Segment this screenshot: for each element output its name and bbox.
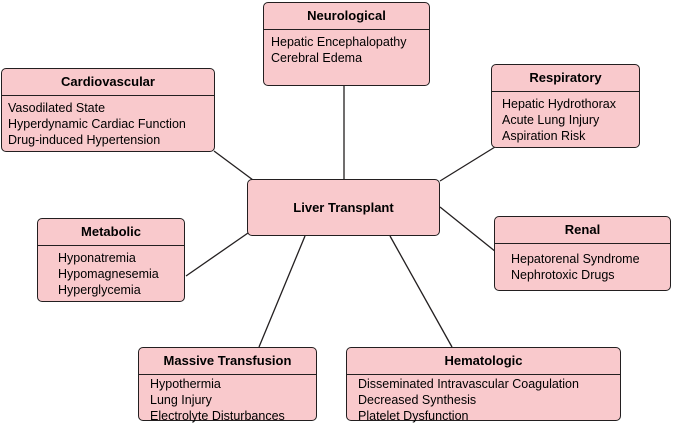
massive-transfusion-box: Massive Transfusion Hypothermia Lung Inj… <box>138 347 317 423</box>
cardiovascular-box: Cardiovascular Vasodilated State Hyperdy… <box>1 68 215 152</box>
respiratory-item: Acute Lung Injury <box>502 113 600 127</box>
metabolic-item: Hyperglycemia <box>58 283 141 297</box>
neurological-title: Neurological <box>264 3 429 30</box>
hematologic-box: Hematologic Disseminated Intravascular C… <box>346 347 621 423</box>
connector-cardiovascular <box>213 150 254 181</box>
cardiovascular-title: Cardiovascular <box>2 69 214 96</box>
neurological-item: Cerebral Edema <box>271 51 363 65</box>
massive-transfusion-item: Hypothermia <box>150 377 221 391</box>
metabolic-title: Metabolic <box>38 219 184 246</box>
hematologic-title: Hematologic <box>347 348 620 375</box>
connector-respiratory <box>439 146 496 182</box>
renal-item: Hepatorenal Syndrome <box>511 252 640 266</box>
respiratory-title: Respiratory <box>492 65 639 92</box>
renal-item: Nephrotoxic Drugs <box>511 268 615 282</box>
cardiovascular-item: Vasodilated State <box>8 101 106 115</box>
hematologic-item: Disseminated Intravascular Coagulation <box>358 377 579 391</box>
massive-transfusion-item: Electrolyte Disturbances <box>150 409 285 423</box>
respiratory-item: Hepatic Hydrothorax <box>502 97 616 111</box>
connector-massive-transfusion <box>258 235 306 348</box>
hematologic-item: Platelet Dysfunction <box>358 409 469 423</box>
cardiovascular-item: Hyperdynamic Cardiac Function <box>8 117 186 131</box>
connector-hematologic <box>389 235 453 348</box>
metabolic-box: Metabolic Hyponatremia Hypomagnesemia Hy… <box>37 218 185 302</box>
cardiovascular-item: Drug-induced Hypertension <box>8 133 161 147</box>
center-label: Liver Transplant <box>293 200 394 215</box>
connector-renal <box>439 206 497 253</box>
neurological-item: Hepatic Encephalopathy <box>271 35 407 49</box>
metabolic-item: Hypomagnesemia <box>58 267 159 281</box>
renal-box: Renal Hepatorenal Syndrome Nephrotoxic D… <box>494 216 671 291</box>
respiratory-box: Respiratory Hepatic Hydrothorax Acute Lu… <box>491 64 640 148</box>
hematologic-item: Decreased Synthesis <box>358 393 477 407</box>
massive-transfusion-item: Lung Injury <box>150 393 212 407</box>
connector-metabolic <box>185 232 249 277</box>
massive-transfusion-title: Massive Transfusion <box>139 348 316 375</box>
neurological-box: Neurological Hepatic Encephalopathy Cere… <box>263 2 430 86</box>
renal-title: Renal <box>495 217 670 244</box>
liver-transplant-node: Liver Transplant <box>247 179 440 236</box>
respiratory-item: Aspiration Risk <box>502 129 586 143</box>
metabolic-item: Hyponatremia <box>58 251 136 265</box>
